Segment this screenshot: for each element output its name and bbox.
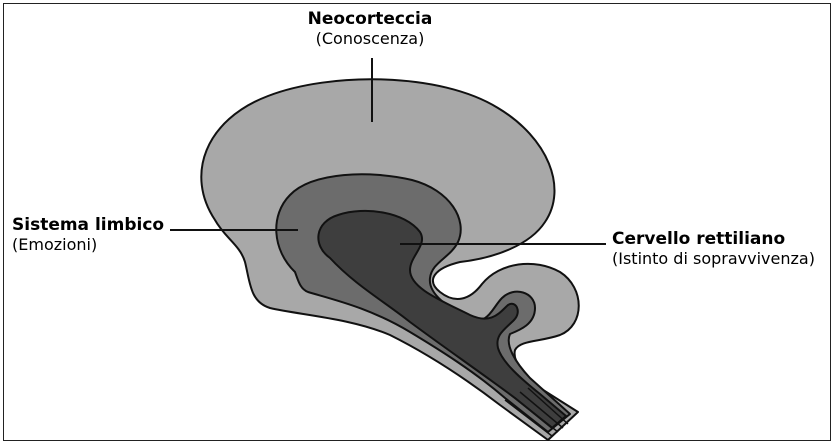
reptilian-title: Cervello rettiliano <box>612 230 815 250</box>
neocortex-label: Neocorteccia (Conoscenza) <box>250 10 490 48</box>
limbic-title: Sistema limbico <box>12 216 164 236</box>
reptilian-subtitle: (Istinto di sopravvivenza) <box>612 250 815 268</box>
limbic-subtitle: (Emozioni) <box>12 236 164 254</box>
limbic-label: Sistema limbico (Emozioni) <box>12 216 164 254</box>
neocortex-title: Neocorteccia <box>250 10 490 30</box>
neocortex-subtitle: (Conoscenza) <box>250 30 490 48</box>
reptilian-label: Cervello rettiliano (Istinto di sopravvi… <box>612 230 815 268</box>
